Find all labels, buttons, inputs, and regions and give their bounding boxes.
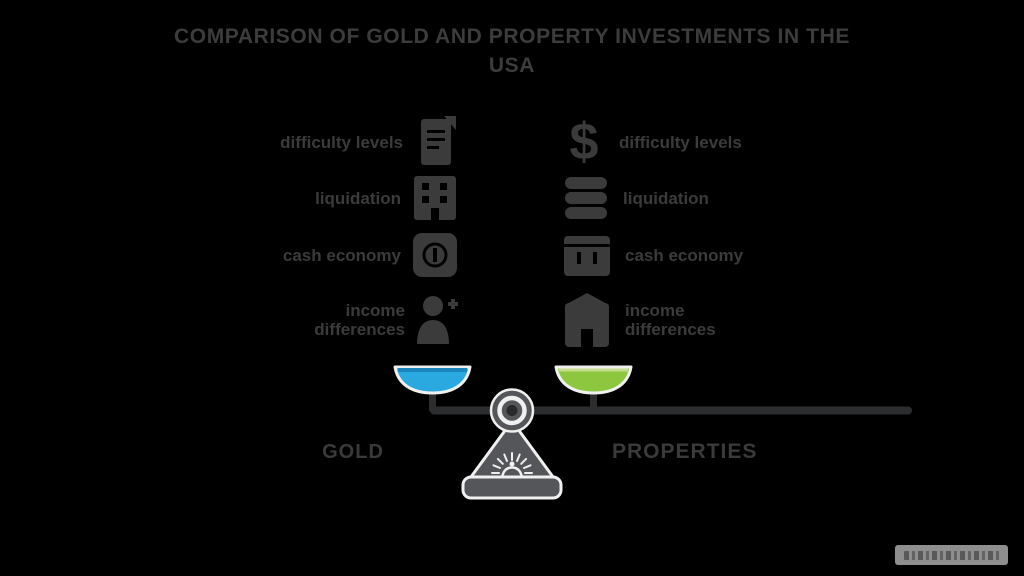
right-criterion-label: liquidation bbox=[623, 188, 709, 208]
left-criterion-row: income differences bbox=[180, 292, 458, 348]
left-criterion-label: difficulty levels bbox=[280, 132, 403, 152]
document-icon bbox=[414, 116, 458, 168]
right-criterion-row: cash economy bbox=[562, 227, 862, 283]
page-title-line2: USA bbox=[488, 54, 536, 77]
right-criterion-row: liquidation bbox=[562, 170, 862, 226]
left-criterion-row: cash economy bbox=[180, 227, 458, 283]
left-criterion-row: liquidation bbox=[180, 170, 458, 226]
bank-icon bbox=[562, 293, 612, 347]
box-icon bbox=[562, 232, 612, 278]
right-criterion-label: cash economy bbox=[625, 245, 744, 265]
person-plus-icon bbox=[416, 294, 458, 346]
watermark-badge bbox=[895, 545, 1008, 565]
right-bowl-hanger bbox=[590, 389, 597, 411]
right-criterion-row: $ difficulty levels bbox=[562, 114, 862, 170]
right-criterion-row: income differences bbox=[562, 292, 862, 348]
scale-base bbox=[461, 475, 563, 500]
coin-icon bbox=[412, 232, 458, 278]
scale-gauge bbox=[491, 452, 533, 474]
coins-icon bbox=[562, 174, 610, 222]
watermark-text bbox=[903, 550, 1000, 560]
dollar-icon: $ bbox=[569, 113, 599, 171]
left-criterion-label: liquidation bbox=[315, 188, 401, 208]
scale-pivot bbox=[489, 388, 535, 433]
right-criterion-label: income differences bbox=[625, 301, 716, 339]
left-scale-bowl bbox=[393, 365, 472, 395]
right-scale-bowl bbox=[554, 365, 633, 395]
gauge-knob bbox=[509, 461, 515, 467]
left-criterion-label: cash economy bbox=[282, 245, 401, 265]
scale-beam bbox=[430, 406, 912, 415]
right-criterion-label: difficulty levels bbox=[619, 132, 742, 152]
page-title: COMPARISON OF GOLD AND PROPERTY INVESTME… bbox=[0, 22, 1024, 80]
left-criterion-row: difficulty levels bbox=[180, 114, 458, 170]
right-option-label: PROPERTIES bbox=[612, 440, 758, 463]
left-bowl-hanger bbox=[429, 389, 436, 411]
left-option-label: GOLD bbox=[322, 441, 384, 463]
left-criterion-label: income differences bbox=[314, 301, 405, 339]
building-icon bbox=[412, 174, 458, 222]
page-title-line1: COMPARISON OF GOLD AND PROPERTY INVESTME… bbox=[174, 25, 850, 48]
